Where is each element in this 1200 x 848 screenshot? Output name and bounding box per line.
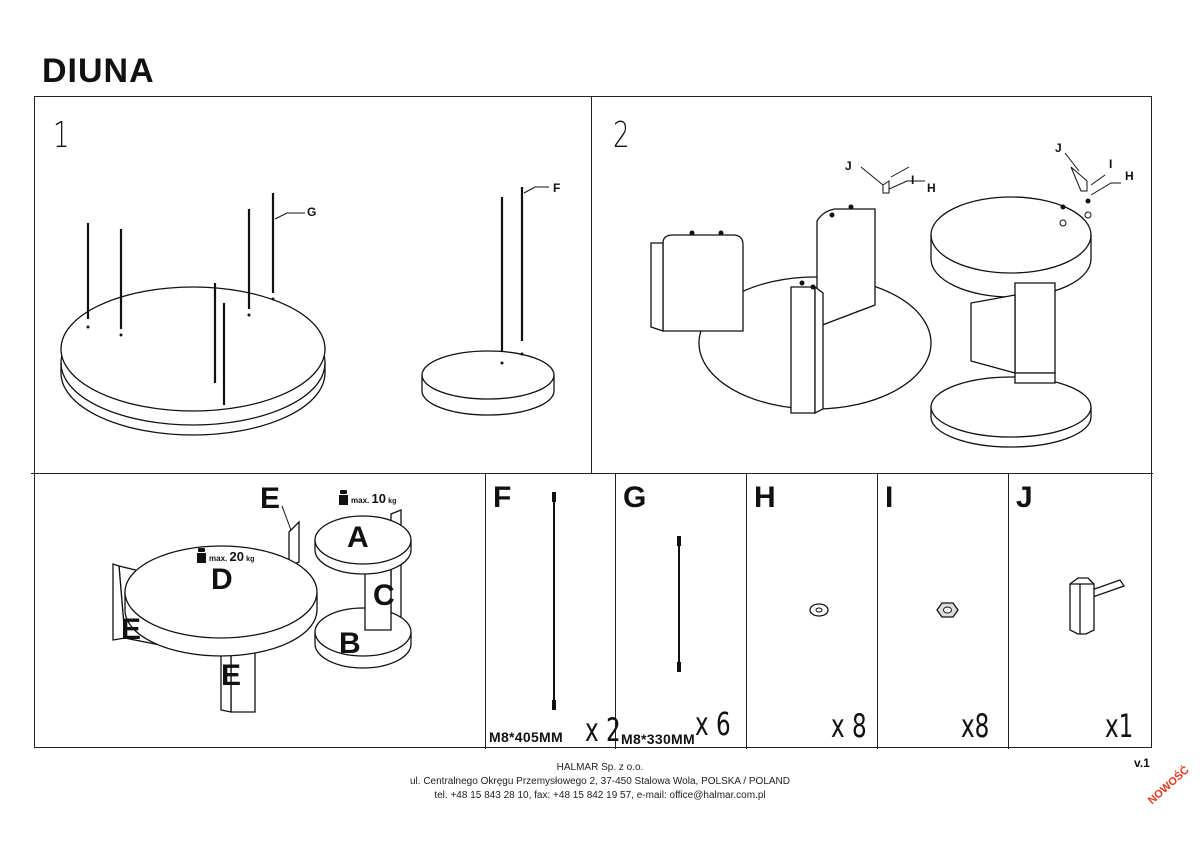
part-f-rod-illustration xyxy=(552,492,556,710)
overview-label-b: B xyxy=(339,627,361,660)
part-j-quantity: x1 xyxy=(1105,707,1134,745)
overview-label-e-front: E xyxy=(221,659,242,692)
divider-part-h xyxy=(746,473,747,749)
part-i-label: I xyxy=(885,481,894,514)
part-h-label: H xyxy=(754,481,776,514)
part-g-dimension: M8*330MM xyxy=(621,731,695,747)
load-limit-small: max. 10 kg xyxy=(351,491,397,506)
page-title: DIUNA xyxy=(42,52,155,90)
load-limit-large: max. 20 kg xyxy=(209,549,255,564)
nut-icon xyxy=(936,602,959,618)
footer: HALMAR Sp. z o.o. ul. Centralnego Okręgu… xyxy=(0,761,1200,803)
divider-part-f xyxy=(485,473,486,749)
instruction-sheet: 1 2 G xyxy=(31,96,1153,749)
step-2-number: 2 xyxy=(613,115,630,156)
part-f-label: F xyxy=(493,481,512,514)
footer-contact: tel. +48 15 843 28 10, fax: +48 15 842 1… xyxy=(434,790,766,801)
part-h-quantity: x 8 xyxy=(831,707,867,745)
callout-f: F xyxy=(553,181,561,195)
callout-h-left: H xyxy=(927,181,936,195)
overview-label-e-left: E xyxy=(121,613,142,646)
part-i-quantity: x8 xyxy=(961,707,990,745)
part-g-rod-illustration xyxy=(677,536,681,672)
divider-part-g xyxy=(615,473,616,749)
callout-i-right: I xyxy=(1109,157,1113,171)
overview-label-e-top: E xyxy=(260,482,281,515)
overview-label-a: A xyxy=(347,521,369,554)
part-f-quantity: x 2 xyxy=(585,711,621,749)
weight-large-icon xyxy=(197,548,206,563)
callout-j-left: J xyxy=(845,159,852,173)
callout-j-right: J xyxy=(1055,141,1062,155)
divider-part-j xyxy=(1008,473,1009,749)
washer-icon xyxy=(809,603,829,617)
step-1-number: 1 xyxy=(53,115,70,156)
overview-illustration xyxy=(112,505,412,713)
callout-i-left: I xyxy=(911,173,915,187)
divider-part-i xyxy=(877,473,878,749)
callout-g: G xyxy=(307,205,317,219)
callout-h-right: H xyxy=(1125,169,1134,183)
part-g-quantity: x 6 xyxy=(695,705,731,743)
overview-label-c: C xyxy=(373,579,395,612)
weight-small-icon xyxy=(339,490,348,505)
part-f-dimension: M8*405MM xyxy=(489,729,563,745)
divider-steps xyxy=(591,97,592,473)
footer-address: ul. Centralnego Okręgu Przemysłowego 2, … xyxy=(409,776,790,787)
divider-horizontal xyxy=(31,473,1153,474)
part-j-label: J xyxy=(1016,481,1033,514)
step-2-illustration xyxy=(650,152,1121,448)
hex-key-icon xyxy=(1069,577,1126,635)
version-label: v.1 xyxy=(1134,756,1150,770)
part-g-label: G xyxy=(623,481,647,514)
overview-label-d: D xyxy=(211,563,233,596)
step-1-illustration xyxy=(60,186,555,436)
footer-company: HALMAR Sp. z o.o. xyxy=(556,762,644,773)
